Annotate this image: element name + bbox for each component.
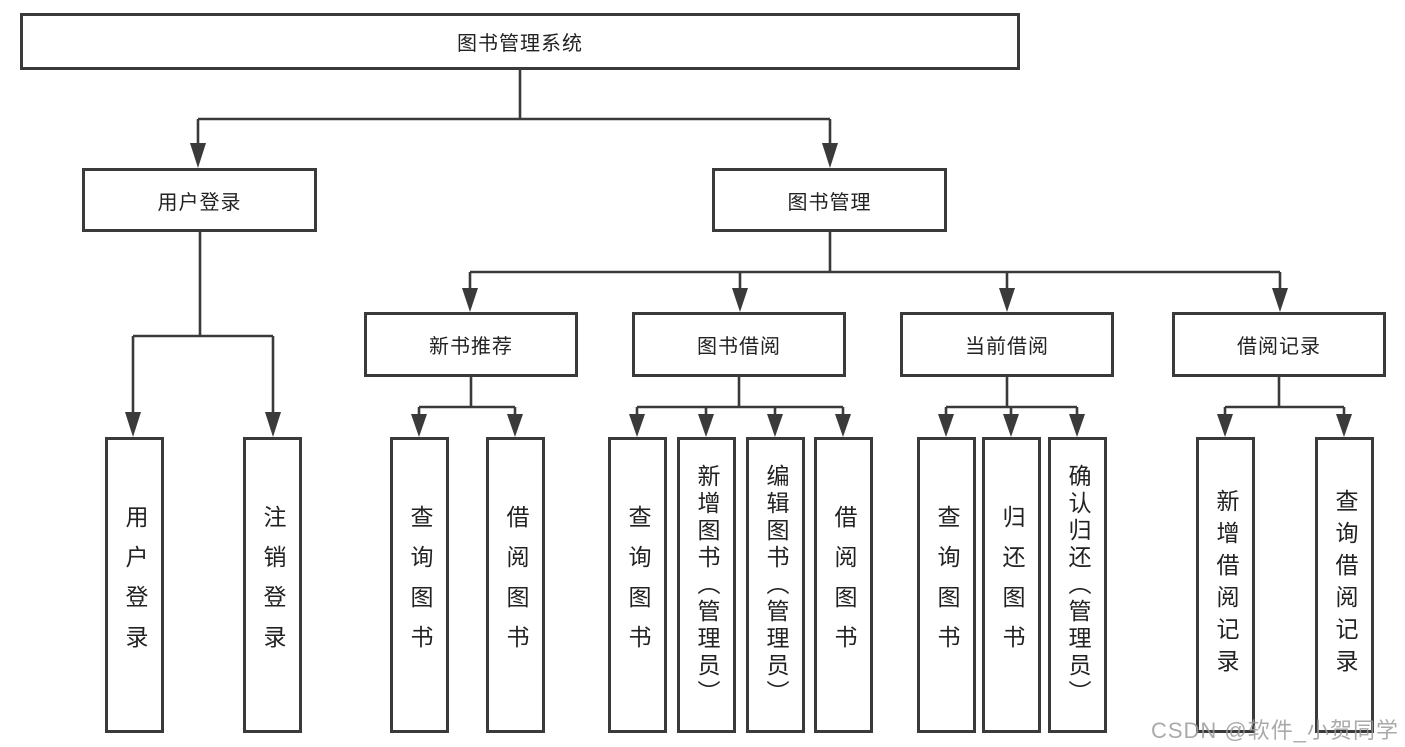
leaf-current-confirm-return: 确认归还（管理员） [1048,437,1107,733]
leaf-logout: 注销登录 [243,437,302,733]
node-book-borrowing-label: 图书借阅 [697,336,781,358]
leaf-borrowing-add-books: 新增图书（管理员） [677,437,736,733]
leaf-recommend-query-books: 查询图书 [390,437,449,733]
node-book-management: 图书管理 [712,168,947,232]
node-book-management-label: 图书管理 [787,191,872,214]
leaf-borrowing-add-books-label: 新增图书（管理员） [694,463,720,707]
leaf-recommend-borrow-books: 借阅图书 [486,437,545,733]
node-borrowing-records-label: 借阅记录 [1237,336,1321,358]
node-user-login: 用户登录 [82,168,317,232]
leaf-records-add-record: 新增借阅记录 [1196,437,1255,733]
leaf-user-login-label: 用户登录 [122,505,148,665]
leaf-borrowing-edit-books: 编辑图书（管理员） [746,437,805,733]
node-current-borrowing-label: 当前借阅 [965,336,1049,358]
leaf-borrowing-borrow-books-label: 借阅图书 [831,505,857,665]
leaf-current-return-books: 归还图书 [982,437,1041,733]
leaf-logout-label: 注销登录 [260,505,286,665]
arrowhead-icons [125,143,1352,437]
leaf-borrowing-query-books-label: 查询图书 [625,505,651,665]
node-book-borrowing: 图书借阅 [632,312,846,377]
leaf-user-login: 用户登录 [105,437,164,733]
leaf-current-query-books-label: 查询图书 [934,505,960,665]
leaf-borrowing-edit-books-label: 编辑图书（管理员） [763,463,789,707]
node-new-book-recommend: 新书推荐 [364,312,578,377]
node-library-system: 图书管理系统 [20,13,1020,70]
leaf-recommend-borrow-books-label: 借阅图书 [503,505,529,665]
leaf-recommend-query-books-label: 查询图书 [407,505,433,665]
leaf-borrowing-query-books: 查询图书 [608,437,667,733]
leaf-current-query-books: 查询图书 [917,437,976,733]
node-new-book-recommend-label: 新书推荐 [429,336,513,358]
leaf-current-return-books-label: 归还图书 [999,505,1025,665]
leaf-records-add-record-label: 新增借阅记录 [1213,489,1239,681]
node-current-borrowing: 当前借阅 [900,312,1114,377]
leaf-borrowing-borrow-books: 借阅图书 [814,437,873,733]
csdn-watermark: CSDN @软件_小贺同学 [1150,718,1399,743]
leaf-records-query-record-label: 查询借阅记录 [1332,489,1358,681]
node-borrowing-records: 借阅记录 [1172,312,1386,377]
node-library-system-label: 图书管理系统 [457,33,583,55]
node-user-login-label: 用户登录 [157,191,242,214]
leaf-current-confirm-return-label: 确认归还（管理员） [1065,463,1091,707]
leaf-records-query-record: 查询借阅记录 [1315,437,1374,733]
